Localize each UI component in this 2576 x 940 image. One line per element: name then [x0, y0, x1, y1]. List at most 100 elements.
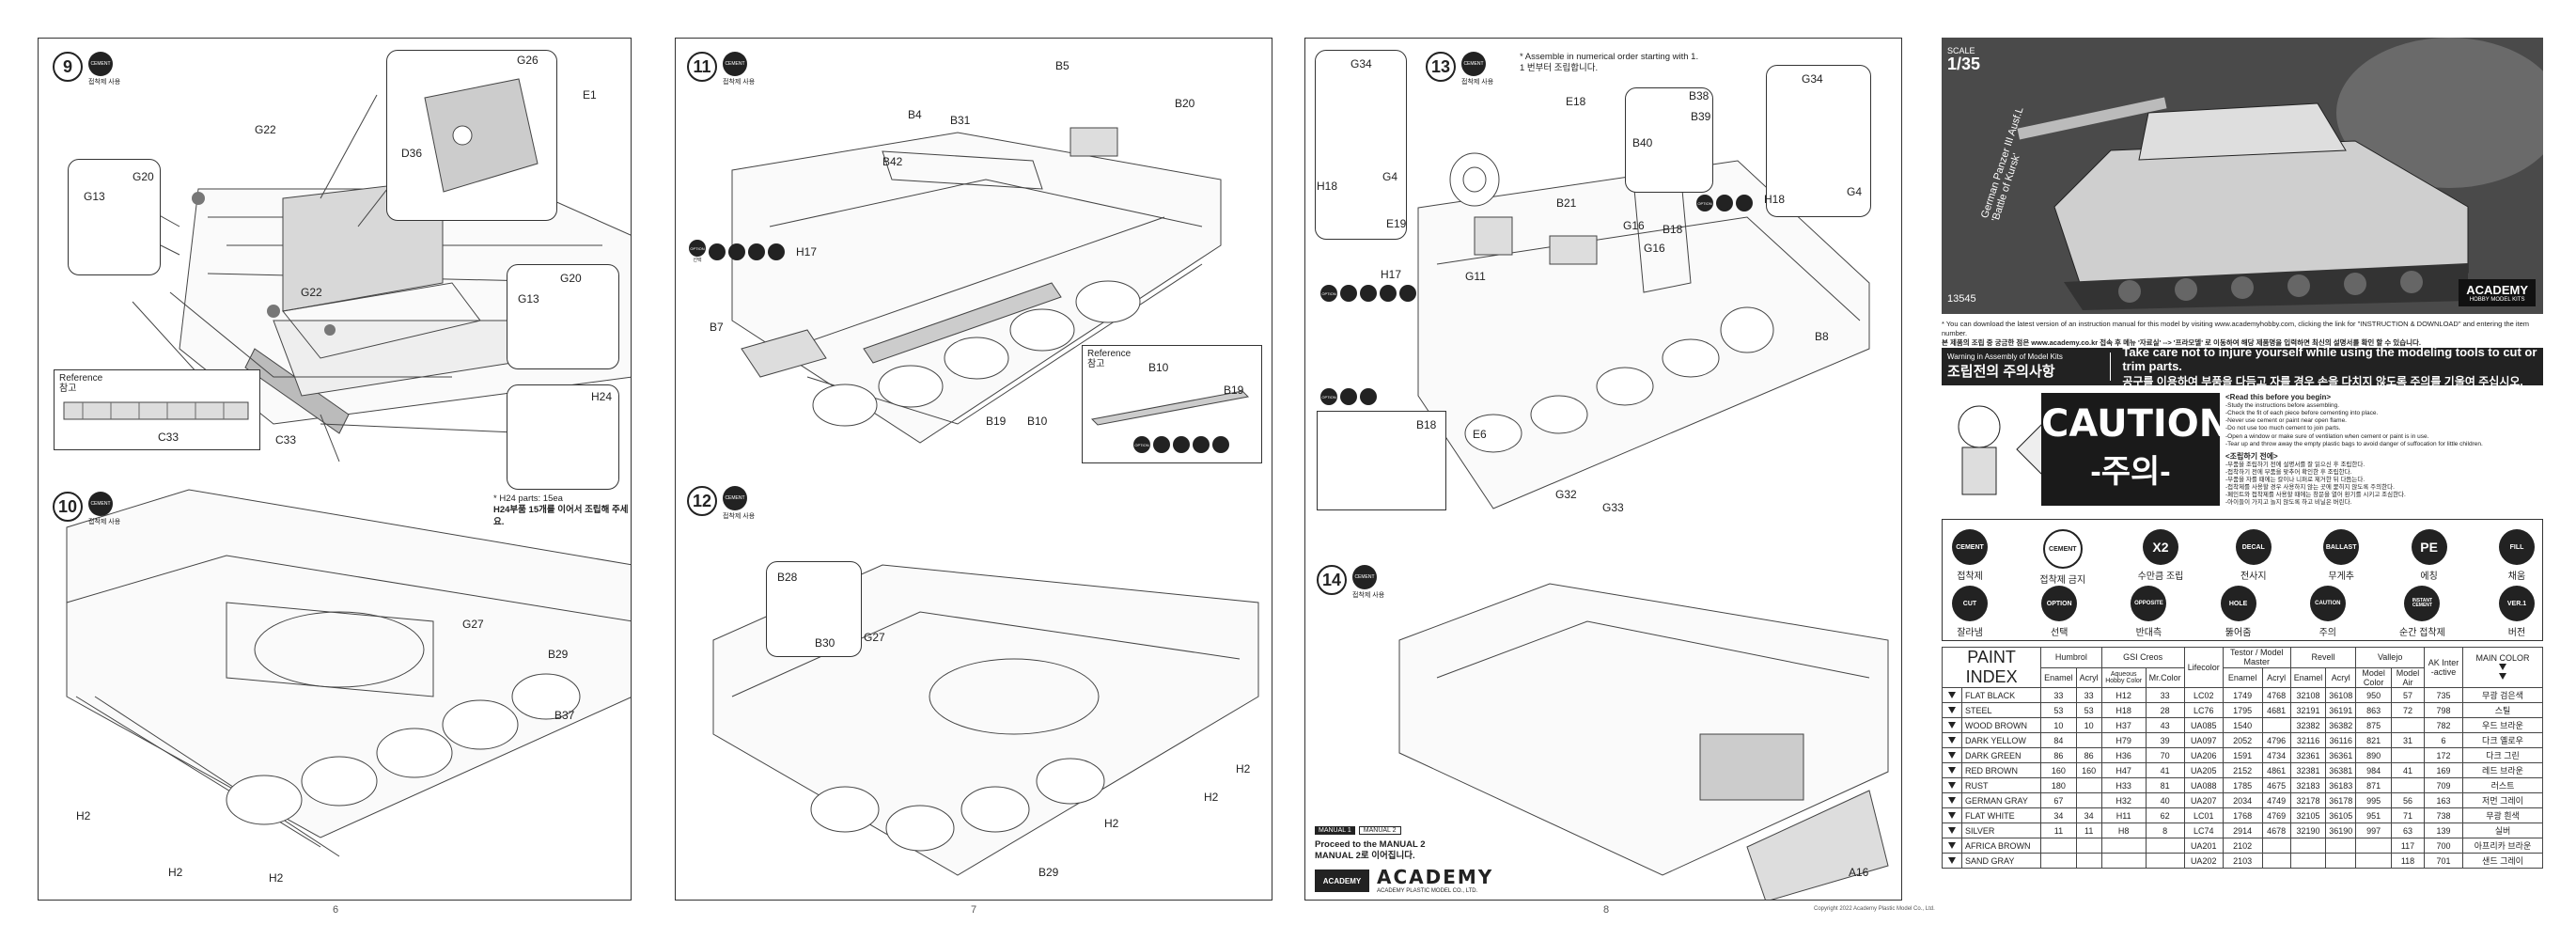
track-reference-drawing — [63, 401, 249, 420]
paint-code: 180 — [2040, 777, 2077, 793]
instant-cement-icon: INSTANT CEMENT — [2404, 586, 2441, 621]
paint-color-name: SILVER — [1960, 822, 2042, 838]
paint-code — [2100, 838, 2147, 854]
part-label: G32 — [1555, 488, 1577, 501]
sub-header: Enamel — [2040, 666, 2077, 688]
brand-header: GSI Creos — [2100, 647, 2185, 668]
paint-code — [2040, 838, 2077, 854]
academy-logo-sub: HOBBY MODEL KITS — [2469, 297, 2525, 303]
caution-en: CAUTION! — [2041, 402, 2248, 446]
cement-caption: 접착제 사용 — [1461, 79, 1494, 86]
paint-code — [2075, 792, 2102, 808]
part-label: B21 — [1556, 196, 1577, 210]
proceed-note-kr: MANUAL 2로 이어집니다. — [1315, 851, 1415, 862]
option-indicator: OPTION — [1133, 436, 1229, 453]
paint-code: 81 — [2145, 777, 2185, 793]
paint-code: 41 — [2391, 762, 2425, 778]
cement-icon: CEMENT — [88, 492, 113, 516]
paint-color-name: STEEL — [1960, 702, 2042, 718]
paint-main-color: 다크 옐로우 — [2462, 732, 2543, 748]
paint-code: 875 — [2355, 717, 2393, 733]
paint-code — [2145, 838, 2185, 854]
part-label: B38 — [1689, 89, 1710, 102]
paint-code: 798 — [2424, 702, 2463, 718]
cement-caption: 접착제 사용 — [1352, 592, 1385, 599]
triangle-icon-cell — [1942, 747, 1962, 763]
paint-code — [2075, 732, 2102, 748]
cement-icon: CEMENT — [723, 52, 747, 76]
reference-subtitle: 참고 — [59, 384, 77, 394]
academy-wordmark-sub: ACADEMY PLASTIC MODEL CO., LTD. — [1377, 888, 1478, 894]
triangle-icon — [1948, 856, 1956, 864]
paint-code: 4749 — [2261, 792, 2291, 808]
paint-code: 172 — [2424, 747, 2463, 763]
part-label: H2 — [76, 809, 91, 822]
part-label: B10 — [1148, 361, 1169, 374]
part-label: B29 — [548, 648, 569, 661]
tank-illustration — [1942, 38, 2543, 314]
version-icon — [1153, 436, 1170, 453]
paint-color-name: FLAT BLACK — [1960, 687, 2042, 703]
paint-main-color: 스틸 — [2462, 702, 2543, 718]
paint-code: 36190 — [2325, 822, 2357, 838]
paint-main-color: 다크 그린 — [2462, 747, 2543, 763]
paint-code: UA097 — [2183, 732, 2224, 748]
version-icon — [1399, 285, 1416, 302]
paint-color-name: SAND GRAY — [1960, 853, 2042, 869]
part-label: E1 — [583, 88, 597, 102]
part-label: B40 — [1632, 136, 1653, 149]
paint-code: UA201 — [2183, 838, 2224, 854]
version-icon — [728, 243, 745, 260]
triangle-icon — [1948, 751, 1956, 759]
paint-code — [2355, 838, 2393, 854]
paint-code — [2040, 853, 2077, 869]
part-label: B4 — [908, 108, 922, 121]
page-number: 8 — [1603, 904, 1610, 916]
version-icon — [1360, 388, 1377, 405]
side-plate-drawing — [424, 78, 539, 193]
academy-wordmark: ACADEMY ACADEMY PLASTIC MODEL CO., LTD. — [1377, 866, 1493, 894]
triangle-icon — [1948, 706, 1956, 713]
paint-code: 863 — [2355, 702, 2393, 718]
triangle-icon-cell — [1942, 732, 1962, 748]
part-label: H17 — [796, 245, 818, 258]
paint-code: H11 — [2100, 807, 2147, 823]
paint-code — [2391, 747, 2425, 763]
paint-code — [2325, 853, 2357, 869]
paint-code — [2075, 838, 2102, 854]
sub-header: Model Air — [2391, 666, 2425, 688]
read-title: <Read this before you begin> — [2225, 393, 2332, 401]
paint-code: 890 — [2355, 747, 2393, 763]
version-icon — [1716, 195, 1733, 212]
step-13-note-kr: 1 번부터 조립합니다. — [1520, 63, 1599, 74]
paint-code: 53 — [2040, 702, 2077, 718]
part-label: B31 — [950, 114, 971, 127]
paint-code: UA202 — [2183, 853, 2224, 869]
warning-text-en: Take care not to injure yourself while u… — [2122, 344, 2537, 373]
paint-code: H47 — [2100, 762, 2147, 778]
triangle-icon — [1948, 826, 1956, 834]
part-label: G22 — [301, 286, 322, 299]
paint-code: 57 — [2391, 687, 2425, 703]
part-label: G4 — [1382, 170, 1398, 183]
paint-code: 56 — [2391, 792, 2425, 808]
paint-color-name: FLAT WHITE — [1960, 807, 2042, 823]
option-icon: OPTION — [1320, 388, 1337, 405]
step-number: 9 — [53, 52, 83, 82]
paint-code: 84 — [2040, 732, 2077, 748]
callout-b18-detail — [1317, 411, 1446, 510]
hole-icon: HOLE — [2220, 586, 2256, 621]
callout-g20-g13 — [507, 264, 619, 369]
triangle-icon — [2499, 664, 2506, 670]
hull-front-drawing — [66, 94, 631, 857]
version-icon — [1193, 436, 1210, 453]
part-label: H2 — [269, 871, 284, 885]
paint-code: 28 — [2145, 702, 2185, 718]
